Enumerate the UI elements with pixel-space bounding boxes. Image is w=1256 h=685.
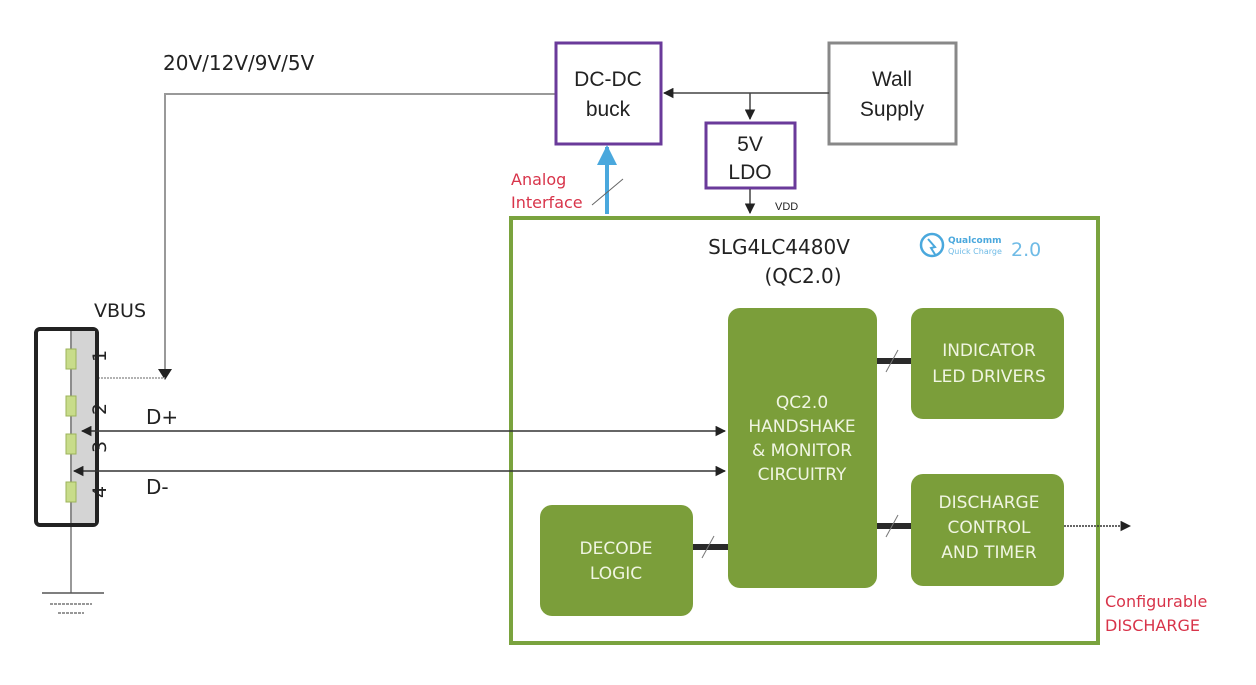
wall-supply-block: Wall Supply bbox=[827, 41, 958, 146]
svg-text:LOGIC: LOGIC bbox=[590, 564, 642, 584]
svg-text:AND TIMER: AND TIMER bbox=[941, 543, 1037, 563]
pin-4-resistor-icon bbox=[65, 481, 77, 503]
dcdc-buck-block: DC-DC buck bbox=[554, 41, 663, 146]
svg-text:& MONITOR: & MONITOR bbox=[752, 441, 852, 461]
dminus-label: D- bbox=[146, 475, 169, 499]
bus-slash bbox=[591, 178, 624, 206]
configurable-label-line2: DISCHARGE bbox=[1105, 616, 1200, 635]
indicator-led-drivers-block: INDICATOR LED DRIVERS bbox=[911, 308, 1064, 419]
svg-text:DC-DC: DC-DC bbox=[574, 68, 642, 91]
vdd-label: VDD bbox=[775, 201, 798, 213]
svg-text:buck: buck bbox=[586, 98, 631, 121]
pin-3-label: 3 bbox=[89, 441, 111, 453]
vbus-line bbox=[164, 93, 556, 372]
svg-text:Wall: Wall bbox=[872, 68, 912, 91]
svg-text:DECODE: DECODE bbox=[580, 539, 653, 559]
svg-text:QC2.0: QC2.0 bbox=[776, 393, 828, 413]
output-voltage-label: 20V/12V/9V/5V bbox=[163, 51, 315, 75]
vbus-arrow-icon bbox=[158, 369, 172, 380]
svg-text:LDO: LDO bbox=[728, 161, 771, 184]
analog-label-line1: Analog bbox=[511, 170, 566, 189]
svg-text:LED DRIVERS: LED DRIVERS bbox=[932, 367, 1046, 387]
vbus-label: VBUS bbox=[94, 300, 146, 322]
svg-text:Qualcomm: Qualcomm bbox=[948, 236, 1002, 246]
usb-connector bbox=[34, 327, 99, 527]
decode-logic-block: DECODE LOGIC bbox=[540, 505, 693, 616]
svg-text:CIRCUITRY: CIRCUITRY bbox=[758, 465, 847, 485]
svg-text:Quick Charge: Quick Charge bbox=[948, 247, 1002, 256]
qc-logo-icon bbox=[919, 232, 945, 258]
pin-1-resistor-icon bbox=[65, 348, 77, 370]
bus-links bbox=[693, 349, 911, 559]
chip-subtitle: (QC2.0) bbox=[764, 264, 841, 288]
configurable-label-line1: Configurable bbox=[1105, 592, 1207, 611]
ground-icon bbox=[42, 527, 104, 614]
svg-text:5V: 5V bbox=[737, 133, 763, 156]
handshake-monitor-block: QC2.0 HANDSHAKE & MONITOR CIRCUITRY bbox=[728, 308, 877, 588]
dplus-label: D+ bbox=[146, 405, 178, 429]
pin-3-resistor-icon bbox=[65, 433, 77, 455]
svg-text:2.0: 2.0 bbox=[1011, 239, 1041, 261]
pin-2-resistor-icon bbox=[65, 395, 77, 417]
svg-text:HANDSHAKE: HANDSHAKE bbox=[748, 417, 855, 437]
svg-text:DISCHARGE: DISCHARGE bbox=[939, 493, 1040, 513]
svg-text:CONTROL: CONTROL bbox=[947, 518, 1031, 538]
pin-4-label: 4 bbox=[89, 486, 111, 498]
svg-text:INDICATOR: INDICATOR bbox=[942, 341, 1036, 361]
pin-1-label: 1 bbox=[89, 350, 111, 362]
qualcomm-quick-charge-logo: Qualcomm Quick Charge 2.0 bbox=[919, 232, 1041, 261]
pin-2-label: 2 bbox=[89, 403, 111, 415]
svg-text:Supply: Supply bbox=[860, 98, 925, 121]
ldo-block: 5V LDO bbox=[704, 121, 797, 190]
discharge-control-block: DISCHARGE CONTROL AND TIMER bbox=[911, 474, 1064, 586]
chip-title: SLG4LC4480V bbox=[708, 235, 850, 259]
analog-label-line2: Interface bbox=[511, 193, 583, 212]
